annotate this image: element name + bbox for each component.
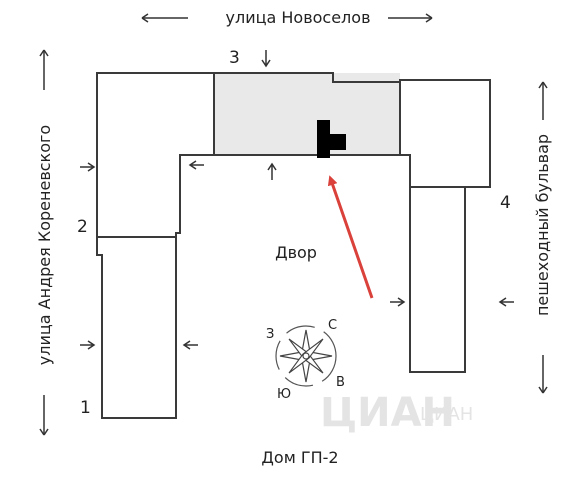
building-outline: [96, 72, 491, 419]
pointer-arrow: [327, 175, 374, 299]
compass-north: С: [328, 318, 337, 333]
section-number-1: 1: [80, 398, 91, 418]
highlighted-section: [214, 73, 400, 156]
street-label-top: улица Новоселов: [226, 8, 371, 27]
compass-east: В: [336, 375, 345, 390]
street-label-left: улица Андрея Кореневского: [35, 125, 54, 365]
section-number-4: 4: [500, 193, 511, 213]
compass-west: З: [266, 327, 274, 342]
section-number-2: 2: [77, 217, 88, 237]
courtyard-label: Двор: [275, 243, 317, 262]
building-caption: Дом ГП-2: [261, 448, 338, 467]
watermark-logo-small: ЦИАН: [420, 404, 473, 425]
watermark-logo: ЦИАН: [320, 390, 455, 436]
section-number-3: 3: [229, 48, 240, 68]
compass-icon: [275, 325, 337, 387]
entrance-arrows: [80, 50, 514, 350]
street-label-right: пешеходный бульвар: [533, 134, 552, 316]
unit-marker: [317, 120, 346, 158]
compass-south: Ю: [277, 387, 291, 402]
